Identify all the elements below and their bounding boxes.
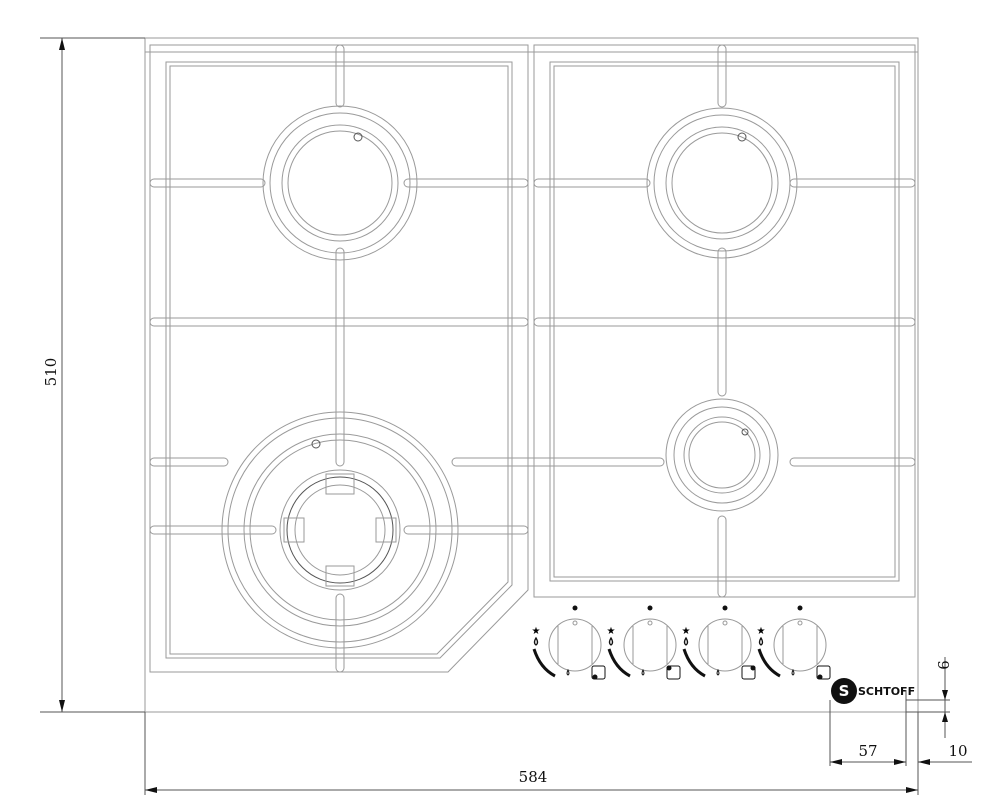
high-flame-icon [608,636,614,646]
knob-1[interactable]: ★ [532,605,606,680]
burner-top-right [646,107,798,259]
left-grate [149,44,529,673]
off-dot-icon [572,605,578,611]
low-flame-icon [566,668,570,676]
flame-scale-arc-icon [682,648,706,678]
logo-offset-label: 57 [858,742,877,760]
ignition-star-icon: ★ [682,626,691,637]
knob-indicator-icon [572,620,578,626]
knob-dial[interactable] [548,618,602,672]
high-flame-icon [683,636,689,646]
burner-position-dot [666,665,672,671]
knob-indicator-icon [797,620,803,626]
dimension-height: 510 [40,37,145,713]
knob-indicator-icon [647,620,653,626]
burner-position-icon [816,665,831,680]
knob-4[interactable]: ★ [757,605,831,680]
off-dot-icon [797,605,803,611]
burner-position-icon [741,665,756,680]
burner-position-icon [666,665,681,680]
dimension-edge-offset: 10 [918,742,972,765]
width-label: 584 [519,768,548,786]
knob-2[interactable]: ★ [607,605,681,680]
knob-dial[interactable] [623,618,677,672]
dimension-width: 584 [144,712,919,795]
igniter-icon [741,428,749,436]
burner-bottom-right-small [665,398,779,512]
knob-3[interactable]: ★ [682,605,756,680]
logo-mark-icon [831,678,857,704]
flame-scale-arc-icon [532,648,556,678]
knob-indicator-icon [722,620,728,626]
igniter-icon [737,132,747,142]
logo-bottom-label: 9 [934,660,952,670]
knob-dial[interactable] [773,618,827,672]
igniter-icon [311,439,321,449]
low-flame-icon [716,668,720,676]
burner-bottom-left-wok [221,411,459,649]
burner-position-dot [750,665,756,671]
burner-position-icon [591,665,606,680]
svg-text:S: S [839,682,850,700]
flame-scale-arc-icon [757,648,781,678]
right-grate [451,44,916,598]
brand-logo: S SCHTOFF [831,678,915,704]
off-dot-icon [722,605,728,611]
low-flame-icon [641,668,645,676]
knob-dial[interactable] [698,618,752,672]
burner-position-dot [592,674,598,680]
dimension-logo-offset: 57 [829,690,907,766]
hob-outline [144,37,919,713]
burner-position-dot [817,674,823,680]
ignition-star-icon: ★ [532,626,541,637]
high-flame-icon [533,636,539,646]
logo-text: SCHTOFF [858,685,915,698]
high-flame-icon [758,636,764,646]
control-knobs: ★ ★ ★ ★ [532,605,831,680]
burner-top-left [262,105,418,261]
low-flame-icon [791,668,795,676]
off-dot-icon [647,605,653,611]
flame-scale-arc-icon [607,648,631,678]
dimension-logo-bottom: 9 [906,657,952,738]
ignition-star-icon: ★ [607,626,616,637]
height-label: 510 [42,358,60,387]
ignition-star-icon: ★ [757,626,766,637]
edge-offset-label: 10 [948,742,967,760]
igniter-icon [353,132,363,142]
